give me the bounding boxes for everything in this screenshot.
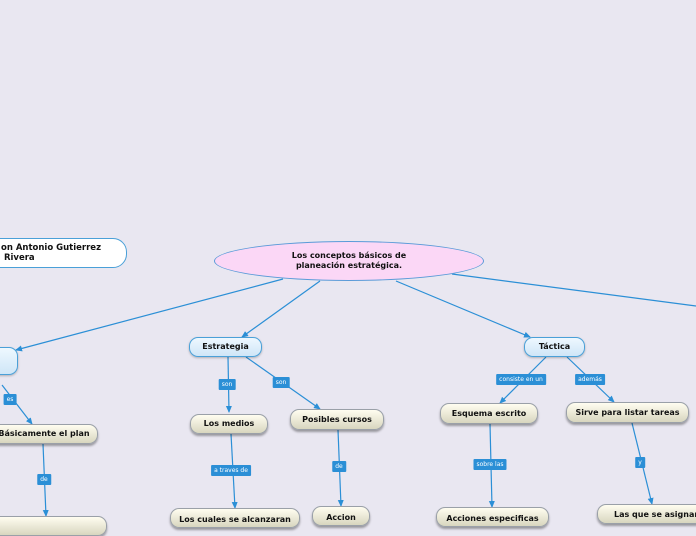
asignaran-text: Las que se asignaran — [614, 510, 696, 519]
label-son-cursos: son — [272, 377, 290, 388]
posibles-cursos-node[interactable]: Posibles cursos — [290, 409, 384, 430]
estrategia-text: Estrategia — [202, 342, 249, 351]
label-ademas: además — [575, 374, 605, 385]
label-consiste: consiste en un — [496, 374, 546, 385]
los-medios-text: Los medios — [203, 419, 255, 428]
author-text: on Antonio Gutierrez Rivera — [1, 243, 102, 263]
label-y: y — [635, 457, 645, 468]
estrategia-node[interactable]: Estrategia — [189, 337, 262, 357]
edge-central-left — [15, 278, 284, 352]
edge-central-estrategia — [241, 280, 321, 338]
acciones-especificas-node[interactable]: Acciones especificas — [436, 507, 549, 527]
accion-node[interactable]: Accion — [312, 506, 370, 526]
accion-text: Accion — [326, 513, 356, 522]
los-cuales-text: Los cuales se alcanzaran — [179, 515, 291, 524]
central-topic-text: Los conceptos básicos de planeación estr… — [291, 251, 407, 270]
label-son-medios: son — [218, 379, 236, 390]
asignaran-node[interactable]: Las que se asignaran — [597, 504, 696, 524]
posibles-cursos-text: Posibles cursos — [302, 414, 372, 424]
tactica-node[interactable]: Táctica — [524, 337, 585, 357]
acciones-especificas-text: Acciones especificas — [446, 514, 539, 523]
bottom-left-node[interactable] — [0, 516, 107, 536]
label-sobre-las: sobre las — [473, 459, 507, 470]
listar-tareas-text: Sirve para listar tareas — [575, 407, 680, 417]
listar-tareas-node[interactable]: Sirve para listar tareas — [566, 402, 689, 423]
label-a-traves: a traves de — [211, 465, 251, 476]
esquema-escrito-node[interactable]: Esquema escrito — [440, 403, 538, 424]
los-medios-node[interactable]: Los medios — [190, 414, 268, 434]
tactica-text: Táctica — [538, 342, 571, 351]
left-partial-node[interactable] — [0, 347, 18, 375]
basicamente-text: Básicamente el plan — [0, 429, 90, 438]
central-topic-node[interactable]: Los conceptos básicos de planeación estr… — [214, 241, 484, 281]
los-cuales-node[interactable]: Los cuales se alcanzaran — [170, 508, 300, 528]
esquema-escrito-text: Esquema escrito — [451, 408, 527, 418]
label-de-left: de — [37, 474, 51, 485]
edge-central-right — [451, 273, 696, 307]
edge-central-tactica — [395, 280, 531, 338]
author-node[interactable]: on Antonio Gutierrez Rivera — [0, 238, 127, 268]
basicamente-node[interactable]: Básicamente el plan — [0, 424, 98, 444]
edge-left-basicamente — [1, 384, 33, 425]
label-de-cursos: de — [332, 461, 346, 472]
label-es: es — [3, 394, 17, 405]
